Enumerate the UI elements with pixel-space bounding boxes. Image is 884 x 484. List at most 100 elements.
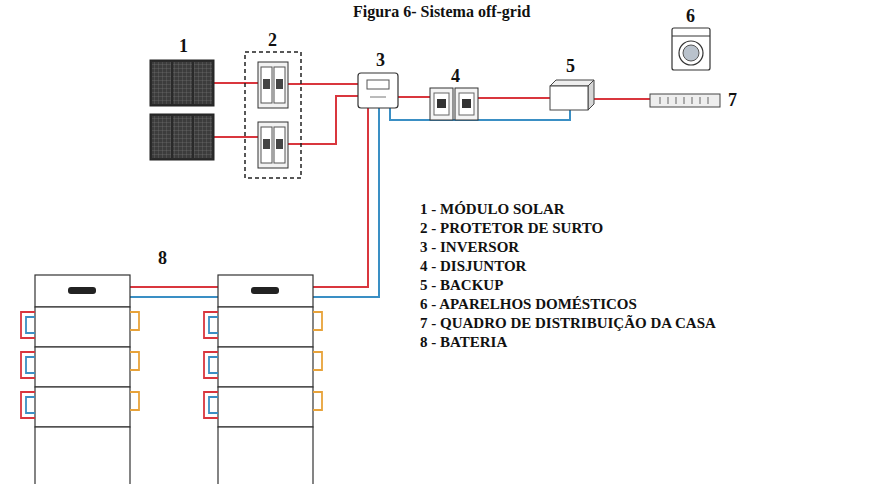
device-pole [274,67,285,103]
machine-door [679,41,703,65]
callout-number: 2 [268,30,277,52]
cell-column [173,116,192,158]
battery-link-red [21,352,35,378]
battery-link-blue [26,357,35,373]
key-entry: 3 - INVERSOR [420,238,519,256]
battery-module [35,387,130,427]
battery-link-red [204,312,218,338]
inverter-body [358,73,398,108]
backup-front [550,86,588,110]
battery-module [218,427,313,484]
key-entry: 7 - QUADRO DE DISTRIBUIÇÃO DA CASA [420,314,716,332]
callout-number: 1 [179,36,188,58]
callout-number: 7 [728,90,737,112]
module-frame [150,114,214,160]
board-body [650,94,720,107]
backup-side [588,80,594,110]
battery-link-blue [26,397,35,413]
device-pole [261,127,272,163]
wire-red [214,136,258,138]
device-body [258,122,288,168]
battery-module [218,347,313,387]
inverter-display [367,80,389,89]
solar-module [150,114,214,160]
device-toggle [276,139,283,149]
battery-module [218,387,313,427]
breaker-window [459,93,474,115]
module-frame [150,60,214,106]
battery-link-blue [26,317,35,333]
wire-red [313,108,368,287]
callout-number: 3 [376,50,385,72]
battery-module [218,307,313,347]
cell-column [152,62,171,104]
wire-blue [390,108,570,120]
callout-number: 6 [686,6,695,28]
battery-link-red [21,392,35,418]
breaker-pole [455,88,478,120]
callout-number: 8 [158,248,167,270]
wire-red [478,97,550,99]
wire-red [130,286,218,288]
wire-red [288,83,358,85]
battery-link-orange [130,352,139,370]
breaker-pole [430,88,453,120]
battery-stack [204,275,322,484]
key-entry: 1 - MÓDULO SOLAR [420,200,565,218]
device-toggle [263,79,270,89]
battery-handle [251,287,279,294]
device-toggle [276,79,283,89]
wiring [130,83,650,297]
breaker-window [434,93,449,115]
surge-protector [258,62,288,108]
washing-machine [672,28,710,70]
wire-blue [130,296,218,298]
battery-module [35,307,130,347]
board-slots [660,97,708,104]
inverter [358,73,398,108]
battery-link-red [204,352,218,378]
battery-link-red [204,392,218,418]
cell-column [173,62,192,104]
figure-title: Figura 6- Sistema off-grid [353,2,530,21]
battery-link-orange [313,352,322,370]
backup-unit [550,80,594,110]
battery-module [35,347,130,387]
inverter-mark [370,97,386,98]
wire-red [588,98,650,100]
dashed-enclosure [245,52,301,178]
cell-column [194,62,212,104]
battery-stack [21,275,139,484]
battery-link-blue [209,317,218,333]
surge-protector [258,122,288,168]
battery-bms [218,275,313,307]
battery-link-orange [313,312,322,330]
battery-bms [35,275,130,307]
battery-handle [68,287,96,294]
breaker-toggle [462,99,471,108]
distribution-board [650,94,720,107]
callout-number: 5 [566,56,575,78]
wire-blue [313,108,379,297]
battery-link-orange [130,312,139,330]
cell-column [194,116,212,158]
cell-column [152,116,171,158]
device-pole [274,127,285,163]
key-entry: 4 - DISJUNTOR [420,257,526,275]
machine-panel [672,36,710,37]
key-entry: 5 - BACKUP [420,276,503,294]
device-body [258,62,288,108]
wire-red [288,96,358,144]
battery-link-red [21,312,35,338]
key-entry: 6 - APARELHOS DOMÉSTICOS [420,295,637,313]
solar-module [150,60,214,106]
battery-module [35,427,130,484]
key-entry: 2 - PROTETOR DE SURTO [420,219,603,237]
device-toggle [263,139,270,149]
battery-link-blue [209,357,218,373]
battery-link-orange [313,392,322,410]
battery-link-blue [209,397,218,413]
key-entry: 8 - BATERIA [420,333,507,351]
breaker-toggle [437,99,446,108]
